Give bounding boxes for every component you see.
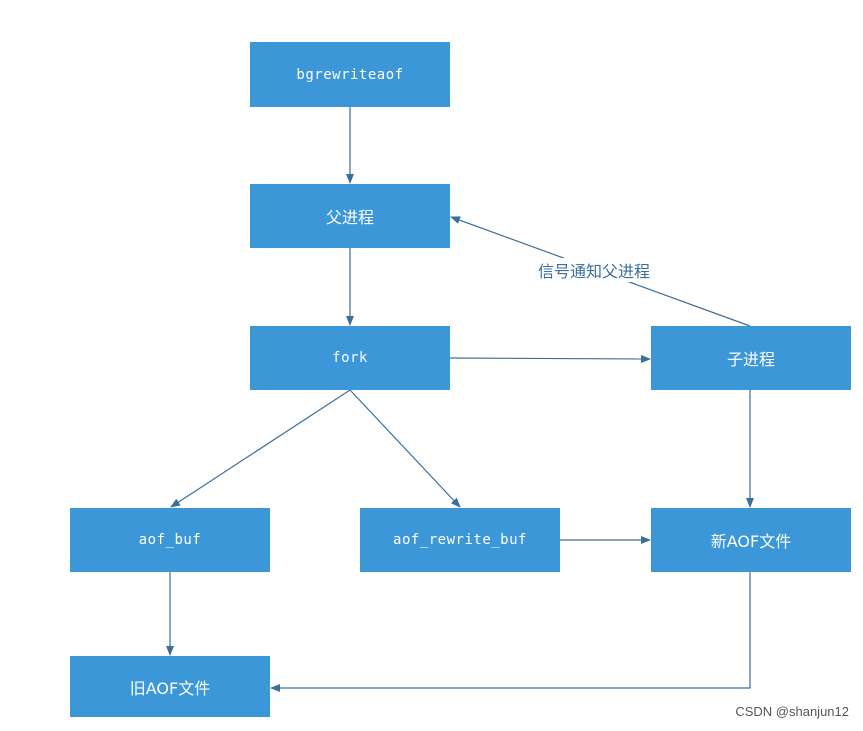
edge-new-aof-to-old-aof — [270, 572, 751, 692]
node-aof-rewrite-buf-label: aof_rewrite_buf — [393, 532, 527, 548]
node-aof-buf: aof_buf — [70, 508, 270, 572]
node-new-aof-file: 新AOF文件 — [651, 508, 851, 572]
edge-label-signal: 信号通知父进程 — [536, 258, 653, 282]
node-bgrewriteaof-label: bgrewriteaof — [296, 66, 404, 83]
node-parent-process: 父进程 — [250, 184, 450, 248]
node-child-process: 子进程 — [651, 326, 851, 390]
node-parent-process-label: 父进程 — [325, 208, 374, 227]
node-bgrewriteaof: bgrewriteaof — [250, 42, 450, 107]
node-aof-buf-label: aof_buf — [138, 532, 202, 548]
node-fork-label: fork — [332, 350, 368, 366]
node-old-aof-file-label: 旧AOF文件 — [129, 678, 211, 698]
edge-fork-to-aof-rewrite-buf — [349, 389, 461, 508]
watermark: CSDN @shanjun12 — [735, 704, 849, 719]
node-old-aof-file: 旧AOF文件 — [70, 656, 270, 717]
node-child-process-label: 子进程 — [726, 350, 775, 369]
edge-fork-to-child — [449, 354, 651, 363]
edge-fork-to-aof-buf — [170, 389, 351, 508]
node-new-aof-file-label: 新AOF文件 — [710, 532, 792, 551]
node-aof-rewrite-buf: aof_rewrite_buf — [360, 508, 560, 572]
node-fork: fork — [250, 326, 450, 390]
